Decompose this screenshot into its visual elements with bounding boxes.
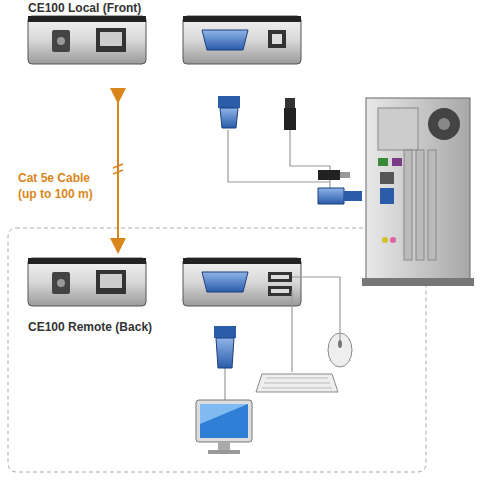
vga-plug xyxy=(218,96,240,128)
remote-front-unit xyxy=(28,258,146,306)
keyboard xyxy=(256,374,338,392)
cable-label: Cat 5e Cable (up to 100 m) xyxy=(18,170,110,202)
pc-usb-plug xyxy=(318,170,350,180)
remote-vga-plug xyxy=(214,326,236,368)
remote-cables xyxy=(225,277,340,400)
pc-vga-plug xyxy=(318,188,362,204)
unit-title: CE100 Local (Front) xyxy=(28,1,141,15)
local-front-unit xyxy=(28,16,146,64)
mouse xyxy=(328,333,352,367)
unit-title: CE100 Remote (Back) xyxy=(28,320,152,334)
monitor xyxy=(196,400,252,454)
usb-plug xyxy=(284,98,296,130)
local-back-unit xyxy=(183,16,301,64)
local-cables xyxy=(228,130,350,194)
pc-tower xyxy=(362,98,474,286)
remote-back-unit xyxy=(183,258,301,306)
